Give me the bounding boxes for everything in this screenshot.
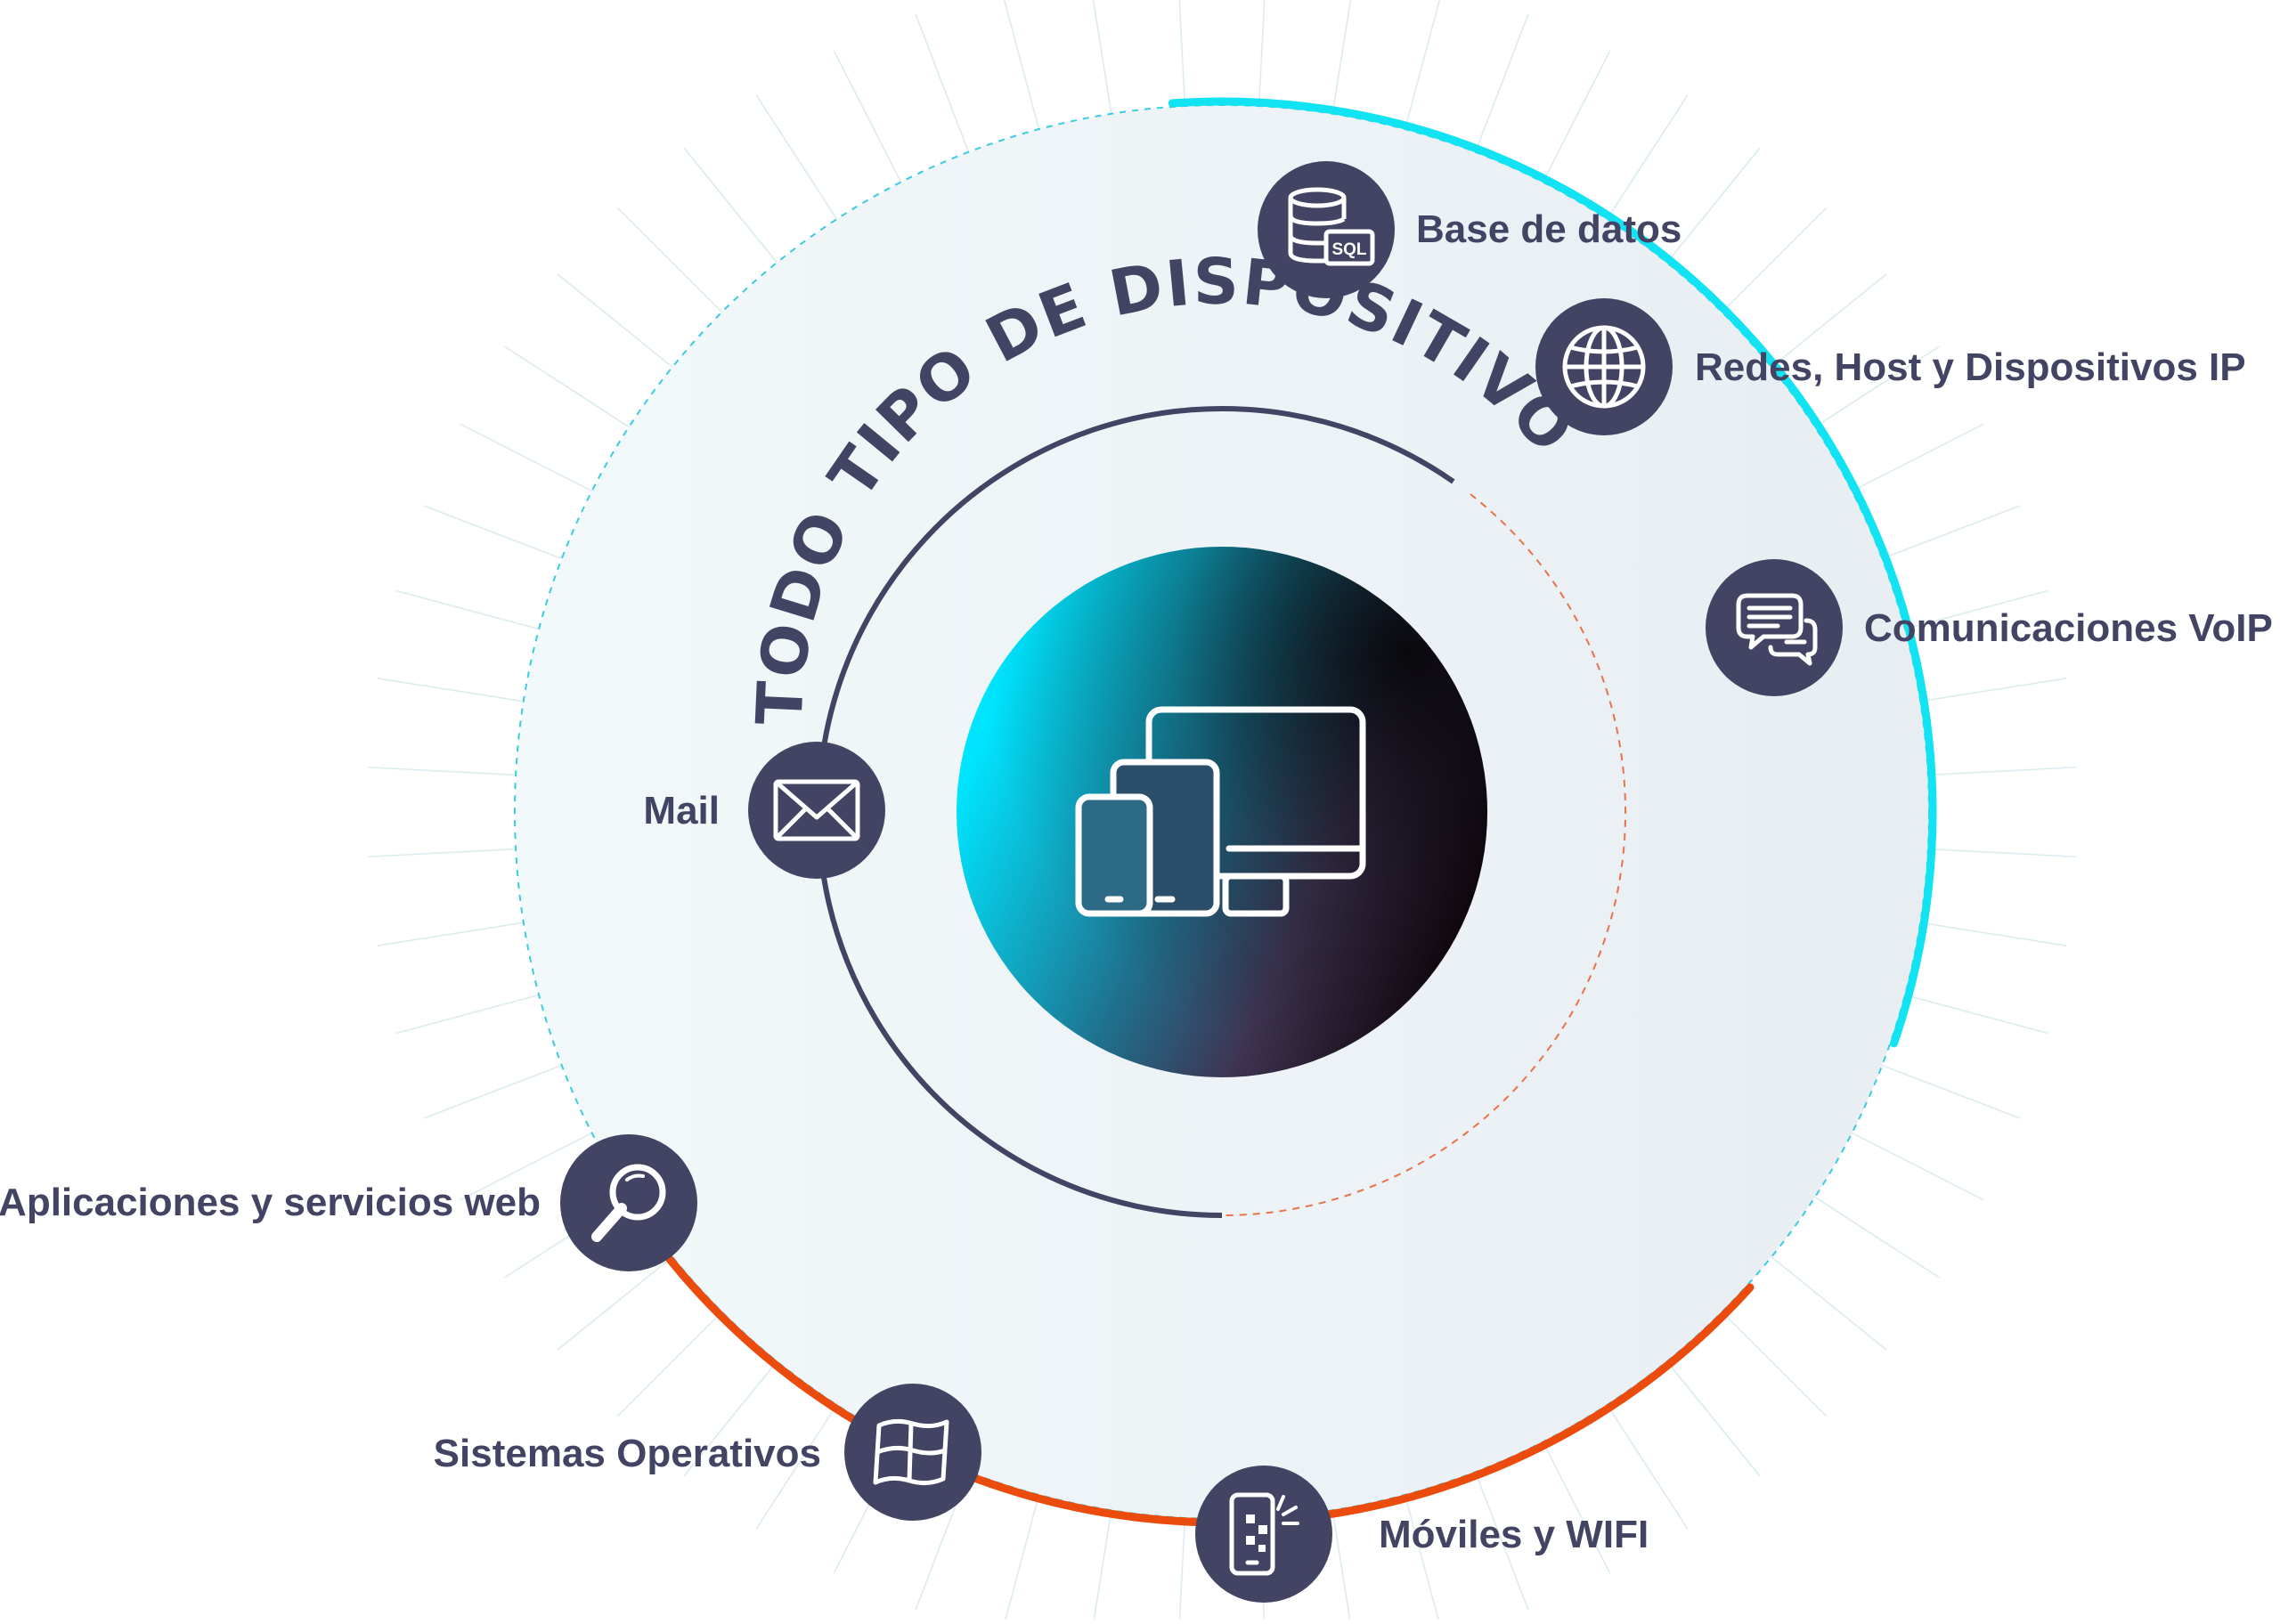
label-moviles-wifi: Móviles y WIFI (1379, 1513, 1649, 1556)
inner-solid-arc (816, 406, 1455, 1218)
label-aplicaciones-web: Aplicaciones y servicios web (0, 1181, 541, 1224)
cyan-arc (1168, 97, 1937, 1048)
node-db: SQL (1258, 161, 1395, 298)
node-os (844, 1384, 981, 1521)
windows-icon (873, 1418, 949, 1486)
orange-arc (596, 1152, 1755, 1527)
node-net (1535, 298, 1673, 435)
inner-dashed-arc (1221, 493, 1626, 1216)
node-circle (1258, 161, 1395, 298)
label-base-de-datos: Base de datos (1416, 207, 1682, 251)
center-circle-shade (957, 547, 1487, 1077)
mobile-wifi-icon (1229, 1492, 1299, 1576)
label-sistemas-operativos: Sistemas Operativos (433, 1432, 821, 1475)
node-web (560, 1134, 697, 1271)
node-circle (748, 742, 885, 879)
globe-icon (1562, 325, 1646, 409)
label-mail: Mail (643, 789, 720, 832)
node-circle (560, 1134, 697, 1271)
magnifier-icon (591, 1164, 666, 1242)
node-mobile (1195, 1466, 1332, 1603)
svg-text:SQL: SQL (1331, 240, 1366, 259)
node-mail (748, 742, 885, 879)
envelope-icon (773, 779, 860, 841)
database-sql-icon: SQL (1288, 187, 1375, 266)
chat-bubbles-icon (1736, 593, 1818, 666)
devices-icon (1075, 706, 1366, 917)
label-redes-host: Redes, Host y Dispositivos IP (1695, 345, 2246, 389)
node-voip (1706, 559, 1843, 696)
label-comunicaciones-voip: Comunicaciones VoIP (1864, 606, 2273, 650)
